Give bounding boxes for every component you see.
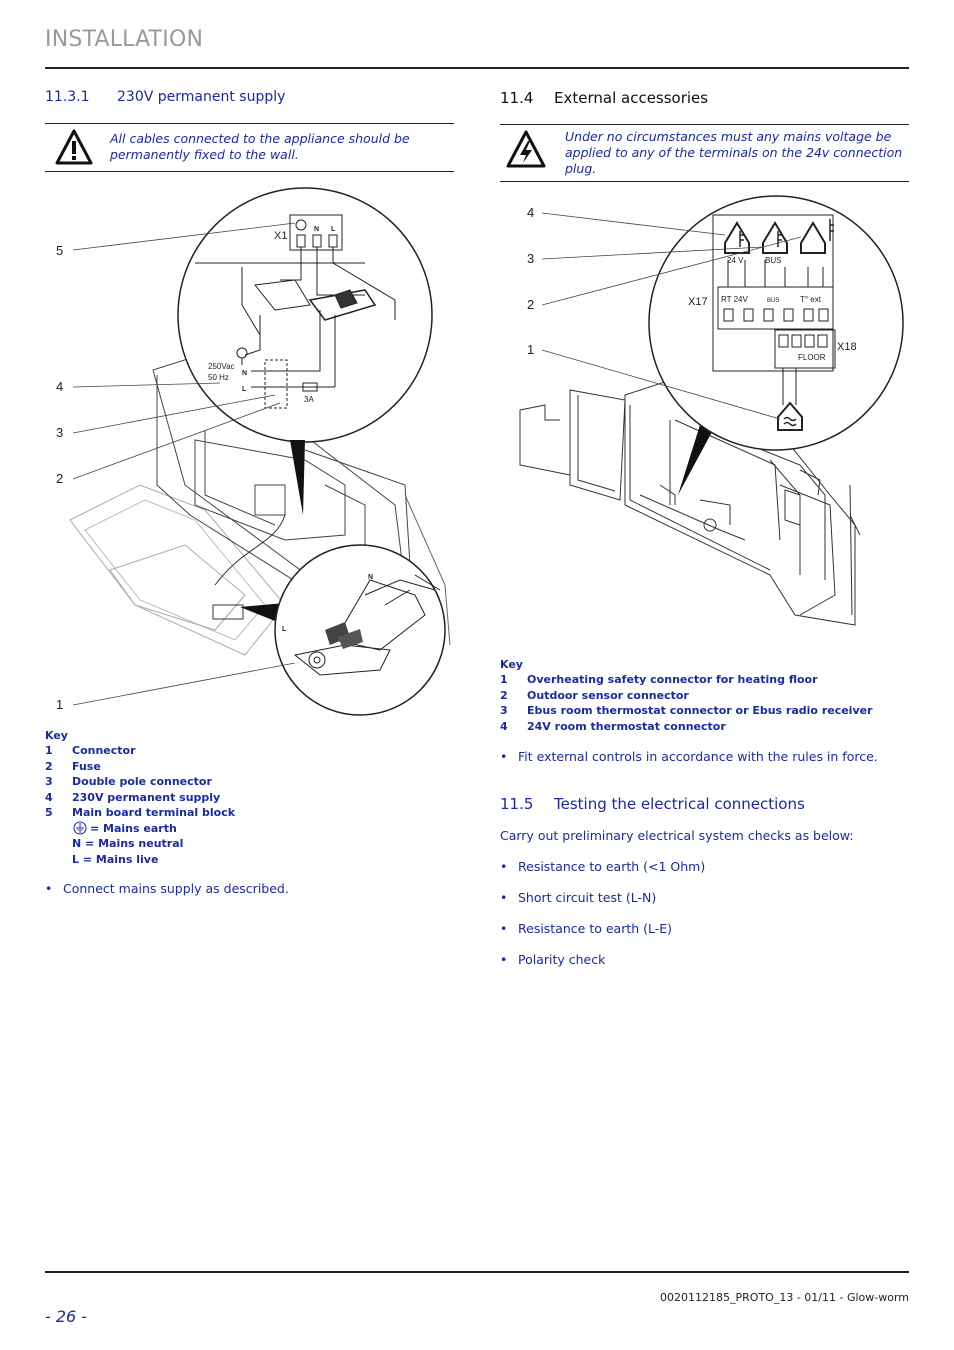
check-item: •Polarity check bbox=[500, 952, 606, 967]
section-title: 230V permanent supply bbox=[117, 89, 286, 105]
external-accessories-diagram: 24 V BUS RT 24V BUS T° ext FLOOR X17 X18… bbox=[519, 195, 904, 626]
label-x17: X17 bbox=[688, 296, 708, 308]
section-number: 11.3.1 bbox=[45, 89, 90, 105]
section-title: Testing the electrical connections bbox=[554, 795, 805, 813]
check-item: •Resistance to earth (L-E) bbox=[500, 921, 673, 936]
callout-2-right: 2 bbox=[527, 297, 534, 312]
page-header-title: INSTALLATION bbox=[45, 27, 204, 52]
label-24v: 24 V bbox=[727, 256, 744, 265]
check-item: •Resistance to earth (<1 Ohm) bbox=[500, 859, 706, 874]
label-bus-top: BUS bbox=[765, 256, 781, 265]
label-n-supply: N bbox=[242, 370, 247, 377]
section-heading-11-3-1: 11.3.1 230V permanent supply bbox=[45, 89, 285, 105]
warning-triangle-icon bbox=[55, 129, 93, 165]
label-bus-terminal: BUS bbox=[767, 298, 779, 304]
key-title-left: Key bbox=[45, 729, 68, 742]
section-heading-11-5: 11.5 Testing the electrical connections bbox=[500, 795, 805, 813]
callout-4: 4 bbox=[56, 379, 63, 394]
callout-2: 2 bbox=[56, 471, 63, 486]
document-reference: 0020112185_PROTO_13 - 01/11 - Glow-worm bbox=[660, 1291, 909, 1304]
label-rt24v: RT 24V bbox=[721, 295, 748, 304]
label-fuse: 3A bbox=[304, 395, 314, 404]
section-number: 11.4 bbox=[500, 89, 534, 107]
warning-text-left: All cables connected to the appliance sh… bbox=[110, 131, 410, 162]
section-title: External accessories bbox=[554, 89, 709, 107]
electrical-hazard-icon bbox=[506, 130, 546, 168]
bullet-dot: • bbox=[45, 881, 53, 896]
label-n-connector: N bbox=[368, 574, 373, 581]
legend-earth: = Mains earth bbox=[45, 821, 445, 837]
section-heading-11-4: 11.4 External accessories bbox=[500, 89, 708, 107]
label-l-supply: L bbox=[242, 386, 247, 393]
label-supply-voltage: 250Vac bbox=[208, 362, 235, 371]
bullet-right: •Fit external controls in accordance wit… bbox=[500, 749, 878, 764]
section-number: 11.5 bbox=[500, 795, 534, 813]
callout-5: 5 bbox=[56, 243, 63, 258]
bullet-dot: • bbox=[500, 749, 508, 764]
label-text: T° ext bbox=[800, 295, 822, 304]
label-n-terminal: N bbox=[314, 226, 319, 233]
callout-1-right: 1 bbox=[527, 342, 534, 357]
warning-text-right: Under no circumstances must any mains vo… bbox=[565, 129, 903, 176]
bullet-left: •Connect mains supply as described. bbox=[45, 881, 289, 896]
callout-3: 3 bbox=[56, 425, 63, 440]
label-supply-frequency: 50 Hz bbox=[208, 373, 229, 382]
callout-4-right: 4 bbox=[527, 205, 534, 220]
label-l-connector: L bbox=[282, 626, 287, 633]
warning-box-right: Under no circumstances must any mains vo… bbox=[500, 124, 909, 182]
key-title-right: Key bbox=[500, 658, 523, 671]
label-floor: FLOOR bbox=[798, 353, 826, 362]
label-x18: X18 bbox=[837, 341, 857, 353]
mains-connection-diagram: X1 N L 250Vac 50 Hz N L 3A N L 5 4 3 2 1 bbox=[56, 187, 451, 716]
page-number: - 26 - bbox=[45, 1307, 88, 1326]
legend-neutral: N = Mains neutral bbox=[72, 837, 184, 850]
label-l-terminal: L bbox=[331, 226, 336, 233]
checks-intro: Carry out preliminary electrical system … bbox=[500, 828, 854, 843]
warning-box-left: All cables connected to the appliance sh… bbox=[45, 123, 454, 172]
legend-live: L = Mains live bbox=[72, 852, 159, 866]
header-rule bbox=[45, 67, 909, 69]
footer-rule bbox=[45, 1271, 909, 1273]
check-item: •Short circuit test (L-N) bbox=[500, 890, 657, 905]
callout-3-right: 3 bbox=[527, 251, 534, 266]
label-x1: X1 bbox=[274, 230, 287, 242]
earth-symbol-icon bbox=[73, 821, 87, 834]
callout-1: 1 bbox=[56, 697, 63, 712]
